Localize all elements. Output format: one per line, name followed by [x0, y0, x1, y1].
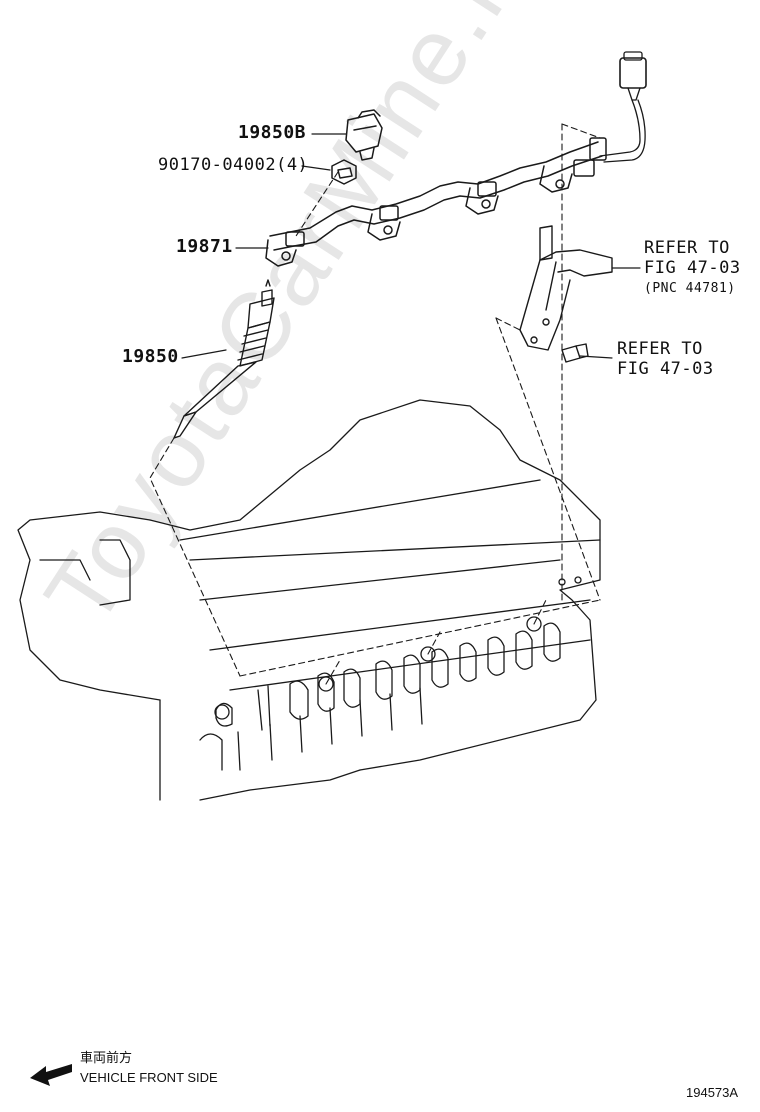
harness-bracket [519, 225, 613, 351]
phantom-lines [149, 123, 601, 685]
callout-19871: 19871 [176, 236, 233, 257]
ref1-line2: FIG 47-03 [644, 258, 741, 278]
callout-19850b: 19850B [238, 122, 307, 143]
ref2-line2: FIG 47-03 [617, 359, 714, 379]
vehicle-front-label-jp: 車両前方 [80, 1050, 133, 1065]
bracket-bolt [561, 343, 589, 363]
callout-19850: 19850 [122, 346, 179, 367]
ref1-line3: (PNC 44781) [644, 281, 736, 296]
engine-block [17, 399, 601, 801]
arrow-left-icon [30, 1064, 72, 1086]
figure-id: 194573A [686, 1085, 739, 1100]
glow-plug-cap [345, 109, 383, 161]
callout-90170-04002: 90170-04002(4) [158, 155, 309, 175]
leader-lines [181, 133, 641, 359]
ref1-line1: REFER TO [644, 238, 730, 258]
glow-plug [173, 279, 275, 439]
ref2-line1: REFER TO [617, 339, 703, 359]
vehicle-front-label-en: VEHICLE FRONT SIDE [80, 1070, 218, 1085]
glow-plug-connector-harness [265, 137, 607, 267]
hex-nut [331, 159, 357, 185]
harness-connector [599, 51, 647, 163]
